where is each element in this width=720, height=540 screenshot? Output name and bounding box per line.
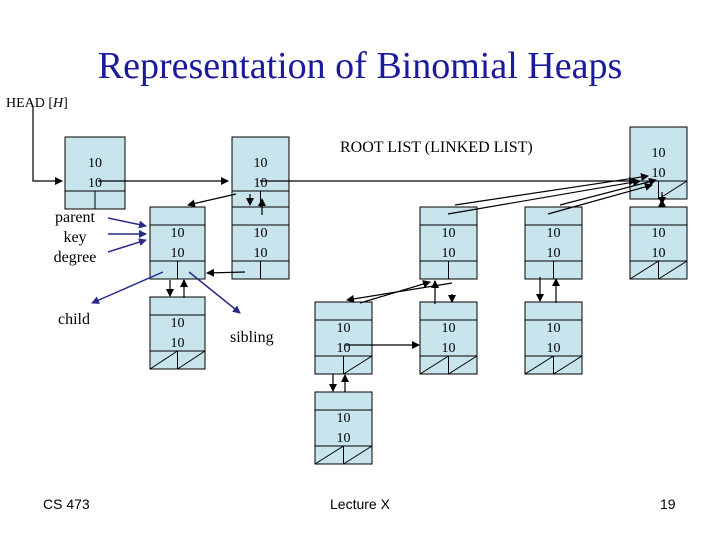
node-degree-value: 10 [254, 176, 268, 191]
parent-arrow [359, 280, 431, 304]
child-label-arrow [91, 271, 164, 304]
node-key-value: 10 [171, 316, 185, 331]
nil-slash [658, 180, 688, 200]
node-key-value: 10 [254, 226, 268, 241]
parent-arrow [559, 177, 657, 206]
node-degree-value: 10 [337, 431, 351, 446]
nil-slash [419, 355, 449, 375]
child-arrow [187, 193, 237, 208]
node-degree-value: 10 [171, 246, 185, 261]
parent-arrow [447, 178, 641, 215]
node-key-value: 10 [547, 321, 561, 336]
node-key-value: 10 [337, 411, 351, 426]
node-degree-value: 10 [88, 176, 102, 191]
degree-field-arrow [107, 238, 147, 253]
node-degree-value: 10 [442, 246, 456, 261]
head-label: HEAD [H] [6, 96, 68, 111]
node-degree-value: 10 [442, 341, 456, 356]
node-key-value: 10 [171, 226, 185, 241]
nil-slash [177, 350, 206, 370]
nil-slash [343, 445, 373, 465]
nil-slash [658, 260, 688, 280]
parent-field-arrow [107, 217, 147, 229]
node-key-value: 10 [652, 146, 666, 161]
footer-page-number: 19 [660, 496, 676, 512]
parent-arrow [547, 183, 653, 215]
nil-slash [314, 445, 344, 465]
footer-course: CS 473 [43, 496, 90, 512]
node-degree-value: 10 [337, 341, 351, 356]
node-key-value: 10 [442, 321, 456, 336]
parent-arrow [454, 173, 649, 206]
node-key-value: 10 [88, 156, 102, 171]
degree-label: degree [53, 249, 97, 266]
root-list-label: ROOT LIST (LINKED LIST) [340, 139, 533, 156]
slide-title: Representation of Binomial Heaps [97, 45, 623, 87]
field-labels: parent key degree [30, 208, 120, 268]
nil-slash [343, 355, 373, 375]
sibling-label-arrow [188, 271, 241, 314]
parent-label: parent [55, 209, 95, 226]
sibling-arrow [206, 268, 246, 277]
nil-slash [629, 260, 659, 280]
node-degree-value: 10 [547, 246, 561, 261]
head-pointer [32, 106, 63, 185]
node-key-value: 10 [337, 321, 351, 336]
node-key-value: 10 [442, 226, 456, 241]
key-label: key [63, 229, 87, 246]
arrows-layer [32, 106, 688, 465]
nil-slash [524, 355, 554, 375]
node-degree-value: 10 [652, 166, 666, 181]
nil-slash [149, 350, 178, 370]
nil-slash [448, 355, 478, 375]
node-degree-value: 10 [171, 336, 185, 351]
footer-lecture: Lecture X [330, 496, 390, 512]
node-degree-value: 10 [254, 246, 268, 261]
node-key-value: 10 [254, 156, 268, 171]
nil-slash [553, 355, 583, 375]
node-degree-value: 10 [547, 341, 561, 356]
sibling-label: sibling [230, 329, 274, 346]
node-degree-value: 10 [652, 246, 666, 261]
child-label: child [58, 311, 90, 328]
node-key-value: 10 [652, 226, 666, 241]
node-key-value: 10 [547, 226, 561, 241]
